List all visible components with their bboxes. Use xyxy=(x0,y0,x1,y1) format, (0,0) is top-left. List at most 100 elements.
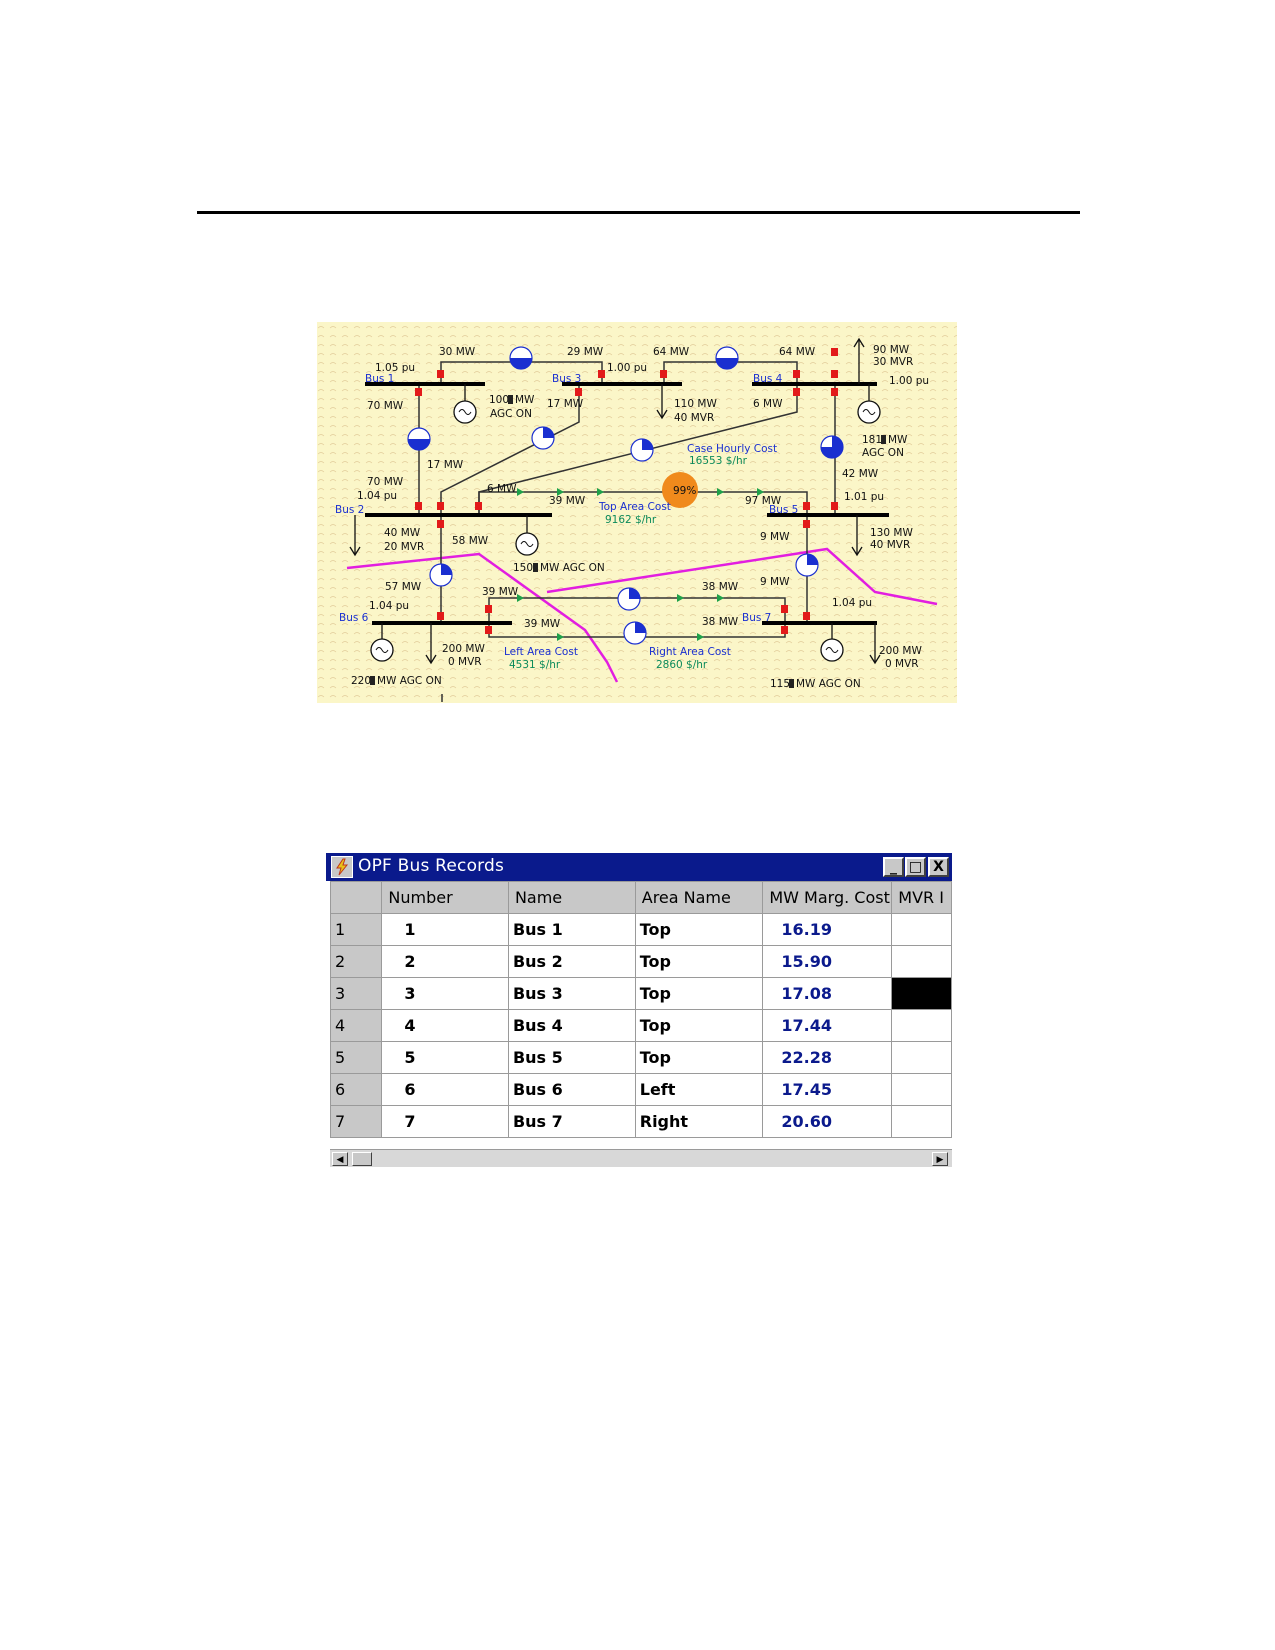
cell-number[interactable]: 3 xyxy=(381,977,509,1010)
area-boundary-left xyxy=(346,552,619,683)
flow-label: 6 MW xyxy=(487,483,517,495)
gen-output-label: 100 xyxy=(489,394,509,406)
cell-number[interactable]: 2 xyxy=(381,945,509,978)
cell-area-name[interactable]: Top xyxy=(634,1009,764,1042)
voltage-label: 1.00 pu xyxy=(607,362,647,374)
top-cost-value: 9162 $/hr xyxy=(605,514,657,526)
bus2-label: Bus 2 xyxy=(335,504,364,516)
cell-mvr[interactable] xyxy=(891,1105,952,1138)
load-mw-label: 90 MW xyxy=(873,344,910,356)
cell-mw-marg-cost[interactable]: 16.19 xyxy=(762,913,893,946)
column-header-area-name[interactable]: Area Name xyxy=(634,881,764,914)
table-header-row: Number Name Area Name MW Marg. Cost MVR … xyxy=(329,881,952,914)
flow-label: 97 MW xyxy=(745,495,782,507)
table-row[interactable]: 4 4 Bus 4 Top 17.44 xyxy=(329,1009,952,1042)
gen-output-label: 115 xyxy=(770,678,790,690)
cell-area-name[interactable]: Top xyxy=(634,1041,764,1074)
cell-area-name[interactable]: Right xyxy=(634,1105,764,1138)
maximize-button[interactable]: □ xyxy=(905,857,926,877)
cell-name[interactable]: Bus 6 xyxy=(507,1073,636,1106)
gen-unit-label: MW xyxy=(515,394,535,406)
column-header-name[interactable]: Name xyxy=(507,881,636,914)
scroll-left-arrow-icon[interactable]: ◀ xyxy=(332,1152,348,1166)
cell-area-name[interactable]: Top xyxy=(634,913,764,946)
cell-area-name[interactable]: Top xyxy=(634,945,764,978)
scroll-right-arrow-icon[interactable]: ▶ xyxy=(932,1152,948,1166)
table-row[interactable]: 6 6 Bus 6 Left 17.45 xyxy=(329,1073,952,1106)
cell-mw-marg-cost[interactable]: 17.08 xyxy=(762,977,893,1010)
flow-label: 30 MW xyxy=(439,346,476,358)
table-row[interactable]: 3 3 Bus 3 Top 17.08 xyxy=(329,977,952,1010)
table-row[interactable]: 7 7 Bus 7 Right 20.60 xyxy=(329,1105,952,1138)
bus-records-table: Number Name Area Name MW Marg. Cost MVR … xyxy=(329,881,952,1138)
cell-mw-marg-cost[interactable]: 17.45 xyxy=(762,1073,893,1106)
cell-name[interactable]: Bus 5 xyxy=(507,1041,636,1074)
cell-mw-marg-cost[interactable]: 22.28 xyxy=(762,1041,893,1074)
cell-name[interactable]: Bus 4 xyxy=(507,1009,636,1042)
overload-pie-marker xyxy=(662,472,698,508)
row-header[interactable]: 4 xyxy=(329,1009,383,1042)
title-bar[interactable]: OPF Bus Records _ □ X xyxy=(326,853,952,881)
load-mw-label: 40 MW xyxy=(384,527,421,539)
bus1-label: Bus 1 xyxy=(365,373,394,385)
cell-name[interactable]: Bus 2 xyxy=(507,945,636,978)
cell-mvr[interactable] xyxy=(891,1041,952,1074)
bus5-label: Bus 5 xyxy=(769,504,798,516)
table-row[interactable]: 1 1 Bus 1 Top 16.19 xyxy=(329,913,952,946)
flow-label: 70 MW xyxy=(367,400,404,412)
load-mvr-label: 0 MVR xyxy=(885,658,919,670)
cell-mw-marg-cost[interactable]: 17.44 xyxy=(762,1009,893,1042)
gen-output-label: 220 xyxy=(351,675,371,687)
load-mvr-label: 20 MVR xyxy=(384,541,424,553)
cell-number[interactable]: 6 xyxy=(381,1073,509,1106)
load-mvr-label: 0 MVR xyxy=(448,656,482,668)
cell-number[interactable]: 5 xyxy=(381,1041,509,1074)
cell-mvr[interactable] xyxy=(891,1073,952,1106)
area-boundary-right xyxy=(546,547,938,606)
horizontal-rule xyxy=(197,211,1080,214)
table-row[interactable]: 5 5 Bus 5 Top 22.28 xyxy=(329,1041,952,1074)
row-header[interactable]: 7 xyxy=(329,1105,383,1138)
cell-mw-marg-cost[interactable]: 20.60 xyxy=(762,1105,893,1138)
flow-label: 39 MW xyxy=(524,618,561,630)
cell-name[interactable]: Bus 7 xyxy=(507,1105,636,1138)
cell-number[interactable]: 4 xyxy=(381,1009,509,1042)
load-mvr-label: 40 MVR xyxy=(674,412,714,424)
cell-area-name[interactable]: Top xyxy=(634,977,764,1010)
gen-unit-label: MW xyxy=(888,434,908,446)
column-header-mw-marg-cost[interactable]: MW Marg. Cost xyxy=(762,881,893,914)
cell-mw-marg-cost[interactable]: 15.90 xyxy=(762,945,893,978)
row-header[interactable]: 6 xyxy=(329,1073,383,1106)
flow-label: 6 MW xyxy=(753,398,783,410)
load-mw-label: 130 MW xyxy=(870,527,913,539)
cell-mvr[interactable] xyxy=(891,1009,952,1042)
column-header-number[interactable]: Number xyxy=(381,881,509,914)
cell-name[interactable]: Bus 3 xyxy=(507,977,636,1010)
load-mvr-label: 30 MVR xyxy=(873,356,913,368)
cell-mvr[interactable] xyxy=(891,945,952,978)
top-cost-label: Top Area Cost xyxy=(598,501,671,513)
gen-output-label: 150 xyxy=(513,562,533,574)
app-lightning-icon xyxy=(331,856,353,878)
horizontal-scrollbar[interactable]: ◀ ▶ xyxy=(330,1149,952,1167)
cell-number[interactable]: 1 xyxy=(381,913,509,946)
row-header[interactable]: 3 xyxy=(329,977,383,1010)
row-header[interactable]: 5 xyxy=(329,1041,383,1074)
minimize-button[interactable]: _ xyxy=(883,857,904,877)
window-title: OPF Bus Records xyxy=(358,856,505,876)
flow-label: 70 MW xyxy=(367,476,404,488)
corner-header[interactable] xyxy=(329,881,383,914)
close-button[interactable]: X xyxy=(928,857,949,877)
row-header[interactable]: 1 xyxy=(329,913,383,946)
cell-area-name[interactable]: Left xyxy=(634,1073,764,1106)
column-header-mvr[interactable]: MVR I xyxy=(891,881,952,914)
cell-number[interactable]: 7 xyxy=(381,1105,509,1138)
cell-name[interactable]: Bus 1 xyxy=(507,913,636,946)
scroll-thumb[interactable] xyxy=(352,1152,372,1166)
load-mvr-label: 40 MVR xyxy=(870,539,910,551)
row-header[interactable]: 2 xyxy=(329,945,383,978)
table-row[interactable]: 2 2 Bus 2 Top 15.90 xyxy=(329,945,952,978)
cell-mvr-selected[interactable] xyxy=(891,977,952,1010)
load-arrows xyxy=(349,337,881,665)
cell-mvr[interactable] xyxy=(891,913,952,946)
